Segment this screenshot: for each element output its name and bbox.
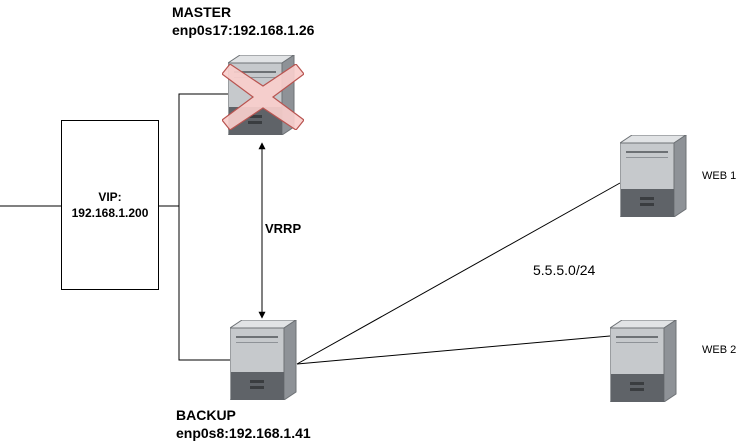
backup-to-web1-line [296,182,621,365]
web2-server-icon [610,320,677,402]
web1-server-icon [620,135,687,217]
vip-box: VIP: 192.168.1.200 [61,120,159,290]
vip-to-backup-line [178,206,230,361]
vip-label: VIP: [98,190,122,204]
backup-server-icon [230,320,297,400]
failure-x-icon [222,64,304,130]
backup-to-web2-line [296,335,611,365]
backup-title: BACKUP [176,407,236,423]
backup-interface: enp0s8:192.168.1.41 [176,425,311,441]
vip-address: 192.168.1.200 [71,206,149,220]
subnet-label: 5.5.5.0/24 [533,262,596,278]
master-title: MASTER [172,4,232,20]
vrrp-label: VRRP [265,221,302,236]
master-interface: enp0s17:192.168.1.26 [172,22,315,38]
vip-to-master-line [159,93,228,207]
web2-label: WEB 2 [702,344,737,356]
web1-label: WEB 1 [702,170,737,182]
